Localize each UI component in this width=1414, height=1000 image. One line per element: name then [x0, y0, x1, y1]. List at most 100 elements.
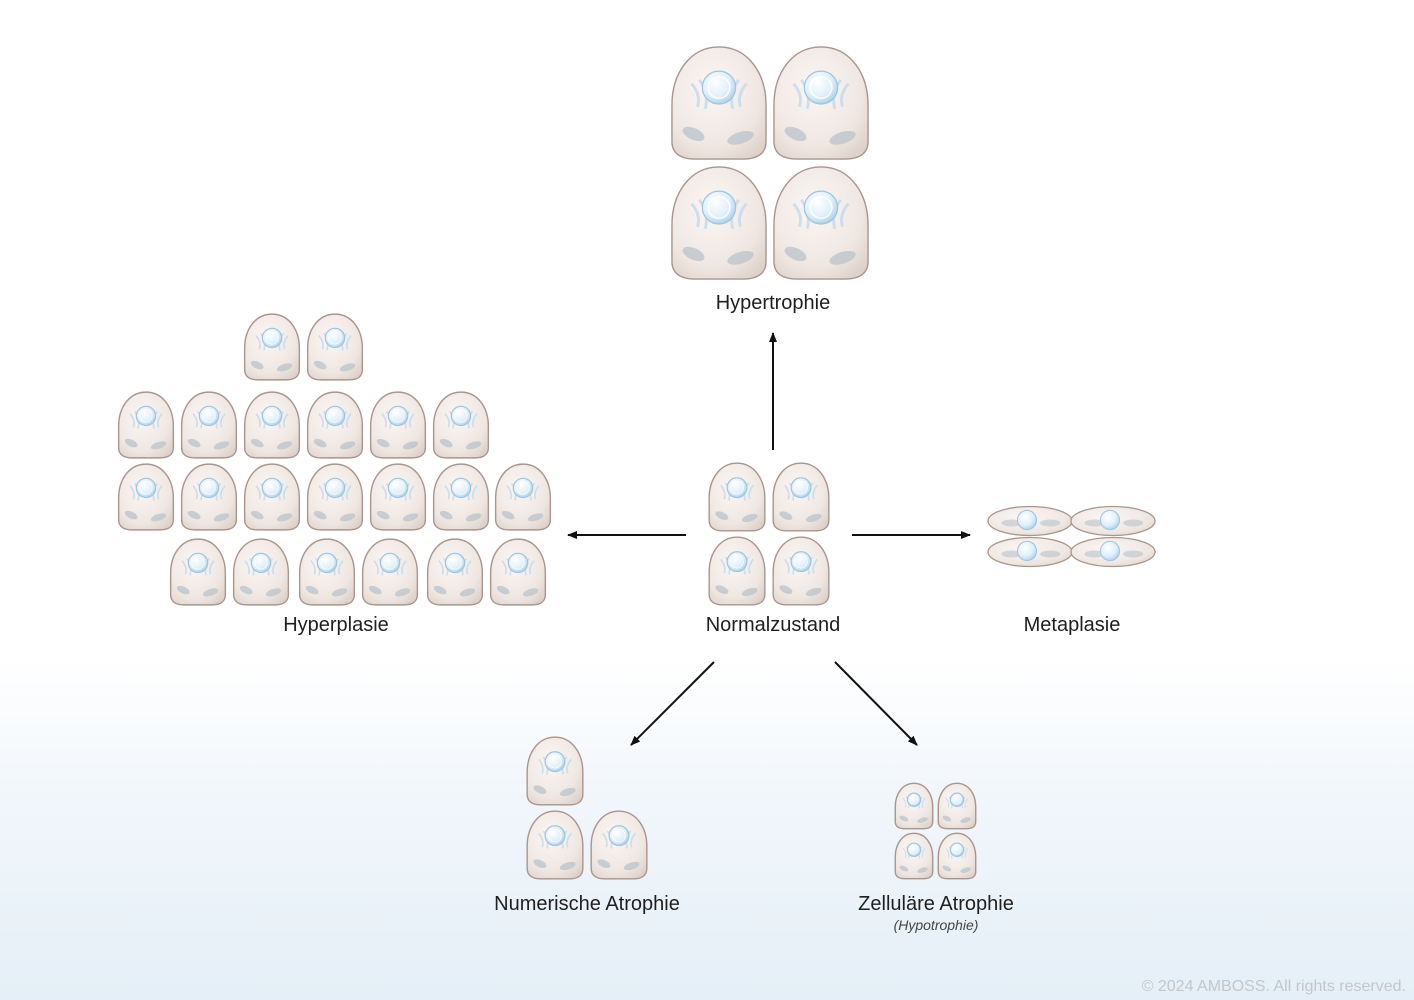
mitochondrion [496, 585, 510, 595]
mitochondrion [124, 510, 138, 520]
mitochondrion [250, 510, 264, 520]
nucleus [804, 191, 837, 224]
cellular-atrophy-cell-group [895, 783, 975, 878]
mitochondrion [213, 513, 230, 522]
hyperplasia-cell [371, 392, 426, 458]
hyperplasia-cell [245, 314, 300, 380]
nucleus [791, 478, 811, 498]
nucleus [907, 793, 920, 806]
mitochondrion [124, 438, 138, 448]
nucleus [702, 71, 735, 104]
mitochondrion [942, 815, 952, 822]
metaplasia-cell [987, 536, 1073, 568]
mitochondrion [465, 513, 482, 522]
hypertrophy-cell-group [672, 47, 868, 279]
normal-state-label: Normalzustand [705, 614, 841, 636]
nucleus [702, 191, 735, 224]
arrow-to-numeric-atrophy [630, 661, 715, 746]
cellular-atrophy-label: Zelluläre Atrophie [858, 893, 1014, 915]
mitochondrion [394, 588, 411, 597]
mitochondrion [250, 438, 264, 448]
nucleus [508, 553, 527, 572]
mitochondrion [779, 511, 793, 521]
hyperplasia-cell [119, 392, 174, 458]
mitochondrion [439, 438, 453, 448]
mitochondrion [597, 859, 611, 869]
cellular-atrophy-cell [895, 833, 932, 878]
hyperplasia-cell [245, 464, 300, 530]
nucleus [136, 406, 155, 425]
normal-cell [709, 537, 765, 605]
mitochondrion [376, 438, 390, 448]
mitochondrion [527, 513, 544, 522]
hyperplasia-cell [234, 539, 289, 605]
numeric-atrophy-label: Numerische Atrophie [494, 893, 680, 915]
mitochondrion [265, 588, 282, 597]
metaplasia-label: Metaplasie [1023, 614, 1121, 636]
mitochondrion [960, 817, 971, 823]
hyperplasia-cell [171, 539, 226, 605]
mitochondrion [187, 510, 201, 520]
normal-cell [709, 463, 765, 531]
hypertrophy-cell [774, 47, 868, 159]
mitochondrion [715, 585, 729, 595]
mitochondrion [899, 815, 909, 822]
mitochondrion [682, 126, 705, 142]
nucleus [188, 553, 207, 572]
mitochondrion [313, 360, 327, 370]
nucleus [1099, 540, 1121, 562]
mitochondrion [459, 588, 476, 597]
mitochondrion [727, 250, 754, 265]
mitochondrion [339, 513, 356, 522]
mitochondrion [533, 785, 547, 795]
nucleus [199, 478, 218, 497]
nucleus [727, 552, 747, 572]
mitochondrion [331, 588, 348, 597]
nucleus [136, 478, 155, 497]
mitochondrion [727, 130, 754, 145]
nucleus [199, 406, 218, 425]
mitochondrion [960, 867, 971, 873]
arrow-to-cellular-atrophy [834, 661, 918, 746]
cellular-atrophy-cell [895, 783, 932, 828]
hyperplasia-cell [491, 539, 546, 605]
normal-cell [773, 537, 829, 605]
nucleus [609, 826, 629, 846]
nucleus [388, 478, 407, 497]
nucleus [727, 478, 747, 498]
hyperplasia-cell [496, 464, 551, 530]
mitochondrion [917, 867, 928, 873]
mitochondrion [368, 585, 382, 595]
mitochondrion [150, 513, 167, 522]
mitochondrion [942, 865, 952, 872]
nucleus [907, 843, 920, 856]
hypotrophy-note: (Hypotrophie) [893, 917, 979, 933]
normal-cell-group [709, 463, 829, 605]
mitochondrion [376, 510, 390, 520]
mitochondrion [559, 787, 576, 797]
mitochondrion [784, 126, 807, 142]
hyperplasia-cell [119, 464, 174, 530]
mitochondrion [276, 363, 293, 372]
nucleus [325, 328, 344, 347]
hyperplasia-cell [434, 392, 489, 458]
nucleus [317, 553, 336, 572]
hyperplasia-cell [434, 464, 489, 530]
hyperplasia-cell [371, 464, 426, 530]
mitochondrion [533, 859, 547, 869]
mitochondrion [784, 246, 807, 262]
hypertrophy-cell [672, 47, 766, 159]
nucleus [804, 71, 837, 104]
mitochondrion [829, 250, 856, 265]
hyperplasia-cell [182, 464, 237, 530]
mitochondrion [202, 588, 219, 597]
mitochondrion [899, 865, 909, 872]
mitochondrion [779, 585, 793, 595]
mitochondrion [741, 513, 758, 523]
mitochondrion [917, 817, 928, 823]
numeric-atrophy-cell [527, 737, 583, 805]
mitochondrion [501, 510, 515, 520]
normal-cell [773, 463, 829, 531]
metaplasia-cell [987, 505, 1073, 537]
